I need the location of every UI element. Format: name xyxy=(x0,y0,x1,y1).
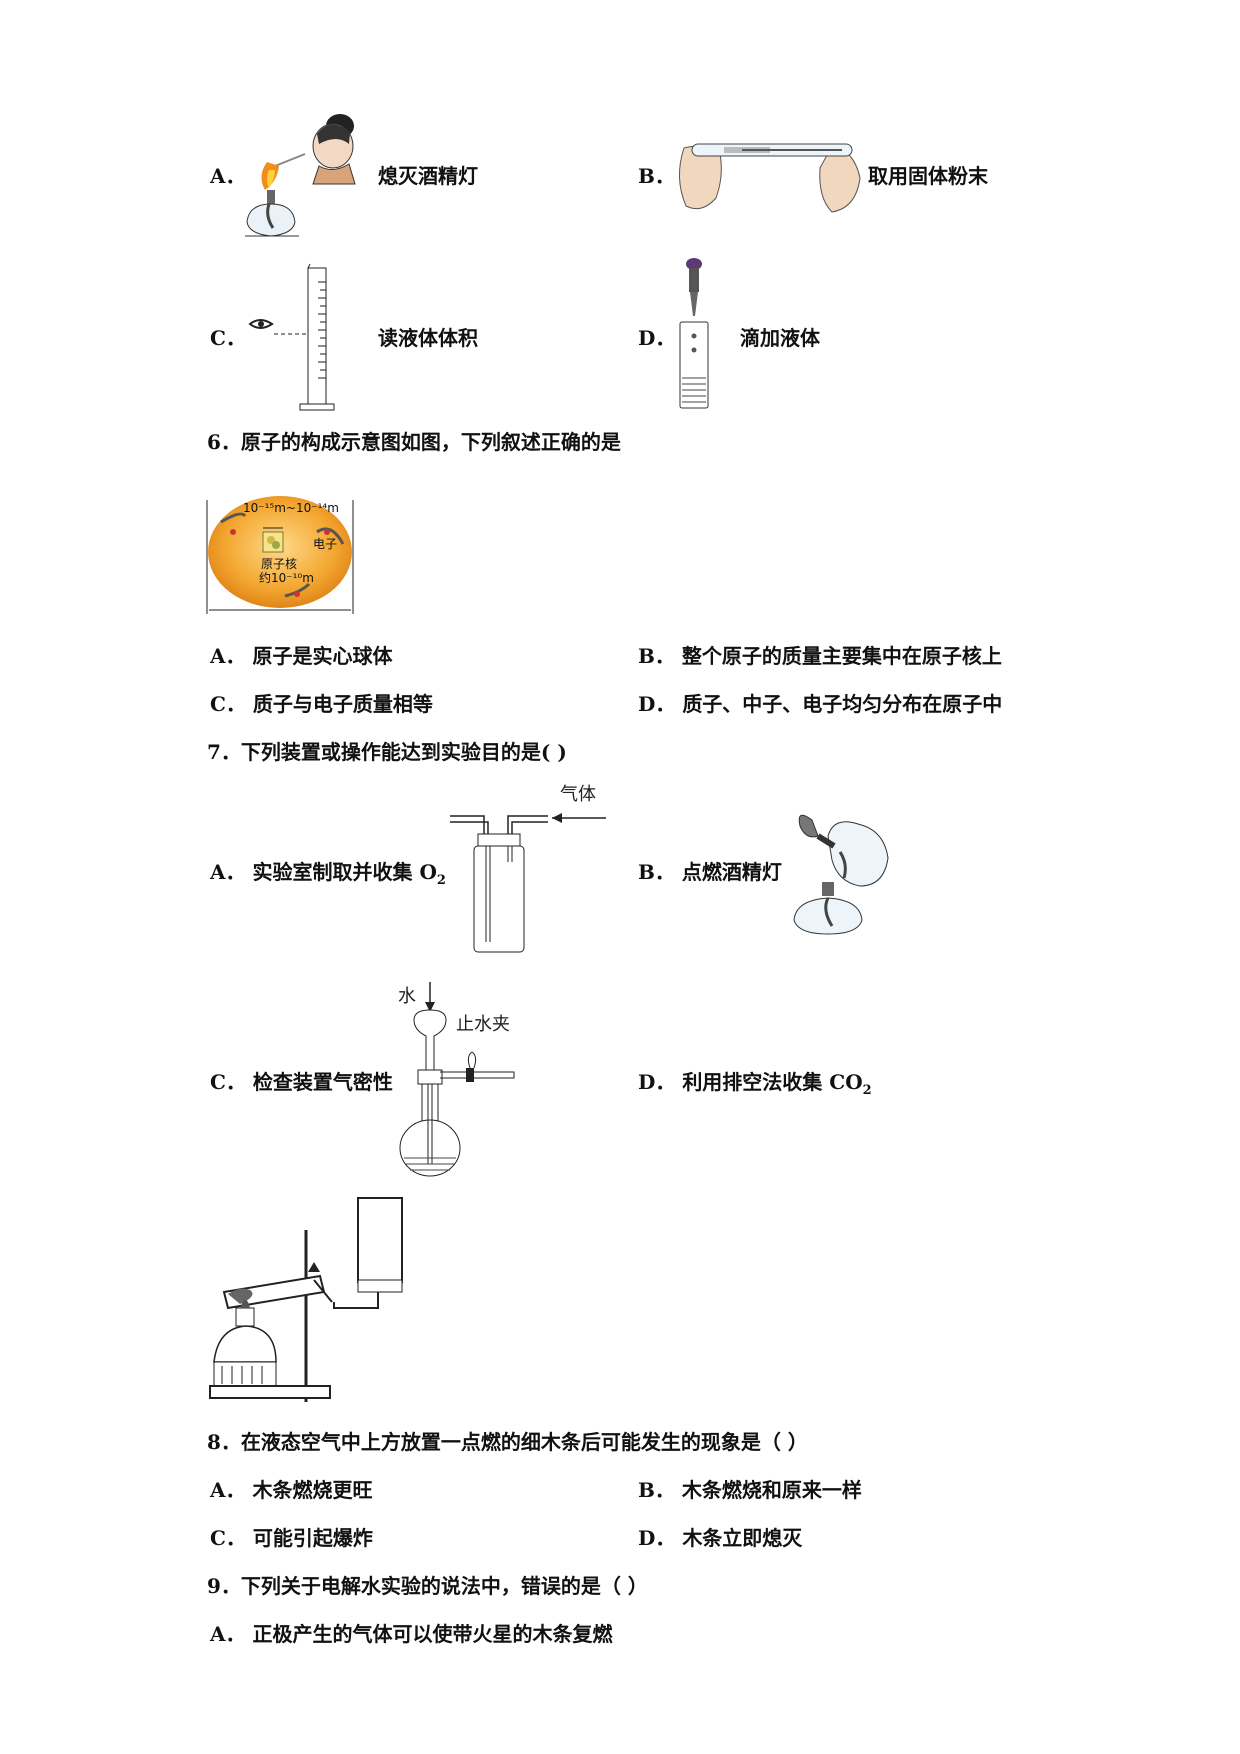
option-letter: C． xyxy=(210,326,246,350)
gas-label: 气体 xyxy=(560,784,596,805)
q9-option-a[interactable]: A． 正极产生的气体可以使带火星的木条复燃 xyxy=(210,1622,613,1646)
q5-option-b[interactable]: B． xyxy=(638,164,675,188)
option-text: 可能引起爆炸 xyxy=(252,1526,373,1550)
electron-label: 电子 xyxy=(313,537,337,551)
option-text: 质子与电子质量相等 xyxy=(252,692,433,716)
q7-option-b[interactable]: B． 点燃酒精灯 xyxy=(638,860,782,884)
nucleus-label: 原子核 xyxy=(261,557,297,571)
option-letter: D． xyxy=(638,692,676,716)
option-text: 检查装置气密性 xyxy=(252,1070,393,1094)
q6-option-b[interactable]: B． 整个原子的质量主要集中在原子核上 xyxy=(638,644,1002,668)
dropper-test-tube-illustration xyxy=(679,258,709,409)
option-letter: B． xyxy=(638,164,675,188)
gas-washing-bottle-diagram: 气体 xyxy=(450,784,606,953)
option-letter: D． xyxy=(638,1070,676,1094)
test-tube-powder-illustration xyxy=(679,143,861,213)
q8-stem: 8．在液态空气中上方放置一点燃的细木条后可能发生的现象是（ ） xyxy=(207,1430,808,1454)
option-letter: B． xyxy=(638,860,675,884)
option-letter: A． xyxy=(210,860,246,884)
q5-option-c-text: 读液体体积 xyxy=(378,326,478,350)
lighting-lamp-with-lamp-illustration xyxy=(793,814,889,935)
heating-gas-collection-apparatus-diagram xyxy=(209,1197,403,1402)
option-letter: D． xyxy=(638,1526,676,1550)
option-text: 木条立即熄灭 xyxy=(682,1526,803,1550)
atom-size-label: 约10⁻¹⁰m xyxy=(259,570,314,585)
option-subscript: 2 xyxy=(862,1083,872,1098)
q6-option-d[interactable]: D． 质子、中子、电子均匀分布在原子中 xyxy=(638,692,1002,716)
q5-option-d-text: 滴加液体 xyxy=(740,326,820,350)
blow-out-lamp-illustration xyxy=(245,114,356,237)
option-letter: A． xyxy=(210,1622,246,1646)
option-letter: A． xyxy=(210,644,246,668)
option-text: 点燃酒精灯 xyxy=(681,860,782,884)
option-letter: C． xyxy=(210,692,246,716)
q7-option-a[interactable]: A． 实验室制取并收集 O2 xyxy=(210,860,446,893)
option-letter: B． xyxy=(638,1478,675,1502)
option-letter: B． xyxy=(638,644,675,668)
q7-option-c[interactable]: C． 检查装置气密性 xyxy=(210,1070,393,1094)
clamp-label: 止水夹 xyxy=(456,1014,510,1035)
q7-stem: 7．下列装置或操作能达到实验目的是( ) xyxy=(207,740,567,764)
option-subscript: 2 xyxy=(436,873,446,888)
option-letter: C． xyxy=(210,1070,246,1094)
option-text: 实验室制取并收集 O xyxy=(252,860,437,884)
q7-option-d[interactable]: D． 利用排空法收集 CO2 xyxy=(638,1070,872,1103)
option-letter: A． xyxy=(210,164,246,188)
q5-option-b-text: 取用固体粉末 xyxy=(868,164,988,188)
option-letter: D． xyxy=(638,326,676,350)
q5-option-a[interactable]: A． xyxy=(210,164,246,188)
option-text: 正极产生的气体可以使带火星的木条复燃 xyxy=(252,1622,613,1646)
graduated-cylinder-reading-illustration xyxy=(248,263,335,411)
q9-stem: 9．下列关于电解水实验的说法中，错误的是（ ） xyxy=(207,1574,648,1598)
water-label: 水 xyxy=(398,986,416,1007)
option-text: 木条燃烧和原来一样 xyxy=(681,1478,862,1502)
q5-option-d[interactable]: D． xyxy=(638,326,675,350)
option-text: 质子、中子、电子均匀分布在原子中 xyxy=(682,692,1003,716)
q8-option-a[interactable]: A． 木条燃烧更旺 xyxy=(210,1478,373,1502)
option-text: 原子是实心球体 xyxy=(252,644,393,668)
q5-option-c[interactable]: C． xyxy=(210,326,246,350)
option-text: 整个原子的质量主要集中在原子核上 xyxy=(681,644,1002,668)
atom-structure-diagram: 10⁻¹⁵m~10⁻¹⁴m 电子 原子核 约10⁻¹⁰m xyxy=(206,496,354,614)
q6-option-a[interactable]: A． 原子是实心球体 xyxy=(210,644,393,668)
option-text: 木条燃烧更旺 xyxy=(252,1478,373,1502)
option-letter: C． xyxy=(210,1526,246,1550)
airtightness-check-apparatus-diagram: 水 止水夹 xyxy=(398,982,515,1177)
option-text: 利用排空法收集 CO xyxy=(682,1070,863,1094)
q8-option-d[interactable]: D． 木条立即熄灭 xyxy=(638,1526,802,1550)
q6-option-c[interactable]: C． 质子与电子质量相等 xyxy=(210,692,433,716)
q8-option-c[interactable]: C． 可能引起爆炸 xyxy=(210,1526,373,1550)
q8-option-b[interactable]: B． 木条燃烧和原来一样 xyxy=(638,1478,862,1502)
q5-option-a-text: 熄灭酒精灯 xyxy=(378,164,478,188)
nucleus-size-label: 10⁻¹⁵m~10⁻¹⁴m xyxy=(243,501,339,515)
option-letter: A． xyxy=(210,1478,246,1502)
q6-stem: 6．原子的构成示意图如图，下列叙述正确的是 xyxy=(207,430,621,454)
